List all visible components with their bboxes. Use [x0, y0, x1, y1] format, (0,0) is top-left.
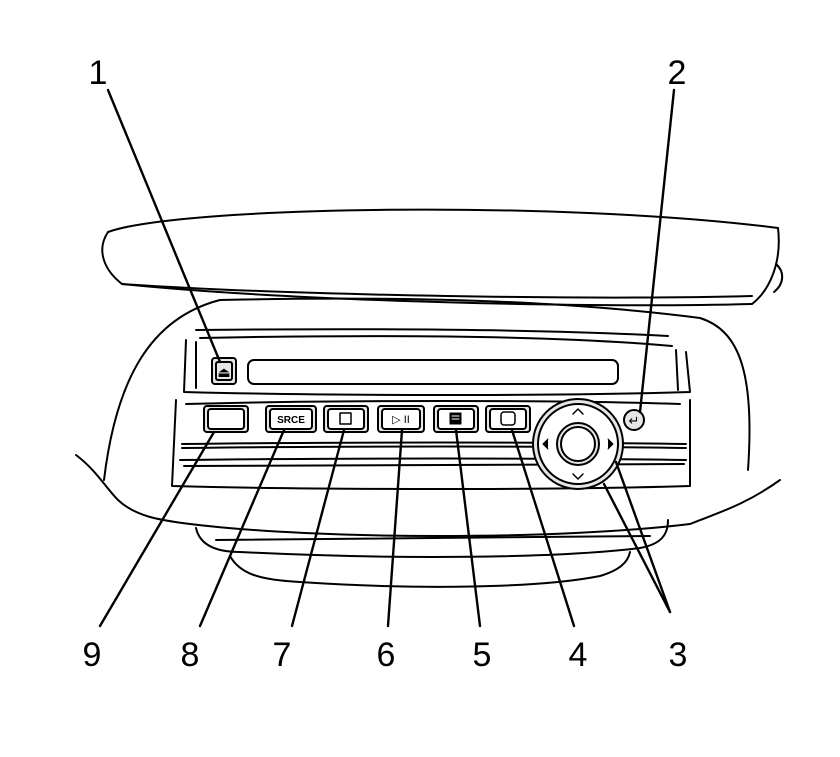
eject-button[interactable]: ⏏	[211, 357, 237, 385]
leader-line-6	[386, 428, 404, 628]
stop-button[interactable]	[323, 405, 369, 433]
callout-2: 2	[668, 54, 687, 92]
callout-4: 4	[569, 636, 588, 674]
source-button[interactable]: SRCE	[265, 405, 317, 433]
eject-icon: ⏏	[217, 364, 230, 380]
disc-slot	[247, 359, 619, 385]
play-pause-icon: ▷ II	[392, 414, 410, 426]
callout-7: 7	[273, 636, 292, 674]
upper-shroud	[101, 208, 784, 307]
leader-line-3a	[602, 482, 672, 614]
callouts: 1 2 3 4 5 6 7 8 9	[83, 54, 688, 674]
right-arrow-icon	[607, 438, 614, 450]
blank-button[interactable]	[203, 405, 249, 433]
callout-3: 3	[669, 636, 688, 674]
display-panel	[183, 335, 691, 396]
callout-9: 9	[83, 636, 102, 674]
left-arrow-icon	[542, 438, 549, 450]
stop-icon	[339, 412, 352, 425]
leader-line-9	[98, 430, 216, 628]
menu-button[interactable]	[433, 405, 479, 433]
leader-line-2	[638, 88, 676, 414]
up-arrow-icon	[572, 408, 584, 415]
leader-lines	[98, 88, 676, 628]
callout-5: 5	[473, 636, 492, 674]
lower-panel	[171, 399, 691, 588]
leader-line-3b	[614, 460, 672, 614]
play-pause-button[interactable]: ▷ II	[377, 405, 425, 433]
leader-line-5	[454, 428, 482, 628]
down-arrow-icon	[572, 473, 584, 480]
leader-line-4	[510, 428, 576, 628]
callout-8: 8	[181, 636, 200, 674]
enter-button[interactable]: ↵	[623, 409, 645, 431]
display-icon	[500, 411, 516, 426]
navigation-pad[interactable]	[532, 398, 624, 490]
enter-icon: ↵	[629, 413, 640, 428]
leader-line-8	[198, 428, 286, 628]
callout-6: 6	[377, 636, 396, 674]
console-bezel	[75, 297, 781, 537]
display-button[interactable]	[485, 405, 531, 433]
leader-line-7	[290, 428, 346, 628]
leader-line-1	[106, 88, 222, 364]
source-button-label: SRCE	[277, 415, 305, 426]
callout-1: 1	[89, 54, 108, 92]
